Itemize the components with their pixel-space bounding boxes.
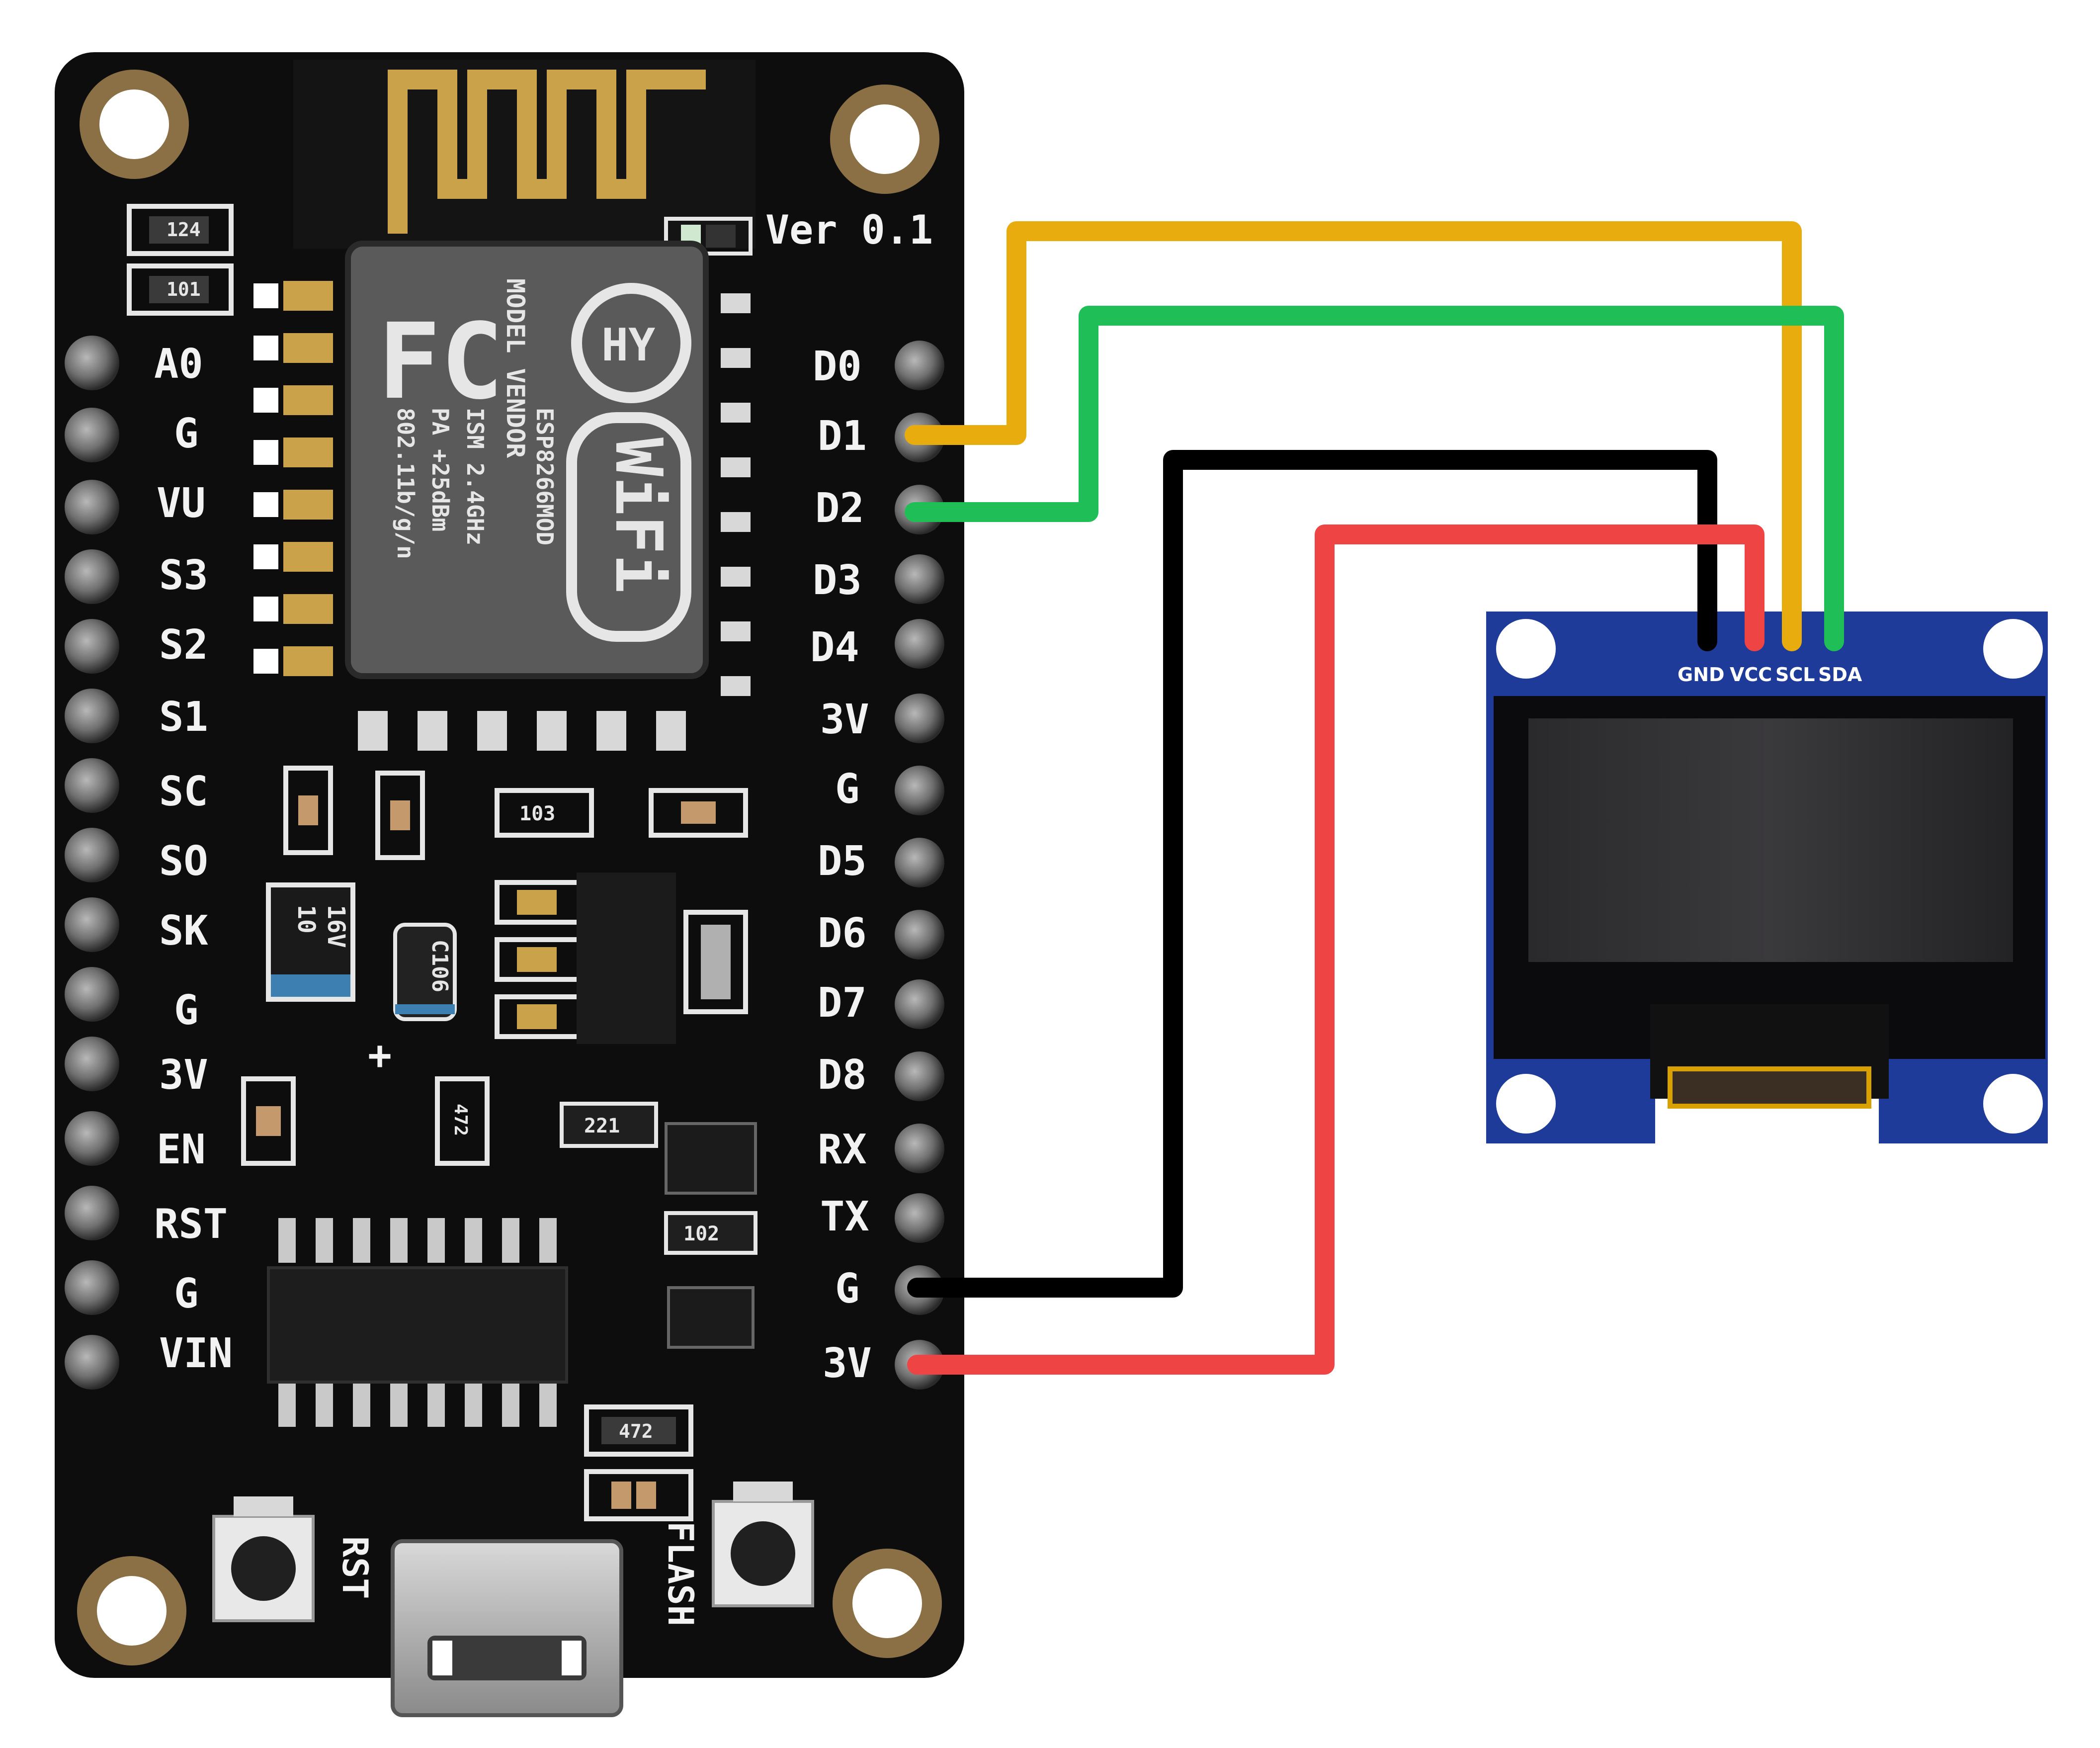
module-pads-bottom: [358, 711, 686, 751]
wifi-badge-label: WiFi: [601, 437, 676, 593]
esp8266-module: FC MODEL VENDOR ESP8266MOD ISM 2.4GHz PA…: [345, 241, 709, 679]
right-pin-label-rx: RX: [818, 1126, 867, 1173]
module-model-label: ESP8266MOD: [531, 408, 558, 545]
fc-logo: FC: [378, 301, 504, 423]
wire-3v-to-vcc: [907, 524, 1764, 1375]
right-header-pins: [895, 341, 944, 1390]
right-pin-label-tx: TX: [820, 1193, 869, 1240]
left-pin-label-g3: G: [174, 1270, 198, 1317]
wires: [905, 221, 1844, 1375]
oled-hole-tr: [1983, 619, 2043, 679]
left-pin-label-a0: A0: [154, 341, 203, 388]
right-pin-label-d2: D2: [815, 485, 864, 532]
svg-text:HY: HY: [601, 319, 655, 371]
wire-g-to-gnd: [907, 450, 1717, 1298]
oled-pin-label-gnd: GND: [1678, 664, 1725, 686]
cap-value-label: 10: [292, 905, 320, 934]
module-pa-label: PA +25dBm: [427, 408, 454, 531]
rst-button-label: RST: [335, 1536, 375, 1599]
mounting-hole-top-right: [830, 85, 939, 194]
right-pin-label-d5: D5: [818, 838, 867, 885]
resistor-472-label-a: 472: [450, 1104, 471, 1136]
module-pads-left: [253, 281, 333, 676]
top-resistor-1-label: 124: [167, 219, 201, 241]
right-pin-label-d4: D4: [810, 624, 859, 671]
oled-hole-tl: [1496, 619, 1556, 679]
tantalum-cap-c106: [393, 923, 457, 1021]
version-label: Ver 0.1: [765, 207, 933, 253]
left-pin-label-g1: G: [174, 410, 198, 457]
right-pin-label-d8: D8: [818, 1051, 867, 1099]
cap-voltage-label: 16V: [322, 905, 350, 948]
right-pin-label-d1: D1: [818, 413, 867, 460]
resistor-103-label: 103: [519, 802, 555, 825]
left-pin-label-3v: 3V: [159, 1051, 208, 1099]
left-pin-label-en: EN: [157, 1126, 206, 1173]
oled-pin-labels: GND VCC SCL SDA: [1678, 664, 1862, 686]
hy-logo-icon: [571, 283, 691, 403]
oled-pin-label-sda: SDA: [1818, 664, 1862, 686]
module-ism-label: ISM 2.4GHz: [462, 408, 489, 545]
wire-d2-to-sda: [905, 306, 1844, 651]
left-pin-label-s2: S2: [159, 621, 208, 669]
left-pin-label-s1: S1: [159, 694, 208, 741]
oled-hole-br: [1983, 1074, 2043, 1134]
oled-module: GND VCC SCL SDA: [1486, 612, 2048, 1143]
left-pin-label-rst: RST: [154, 1201, 228, 1248]
top-resistor-2: [127, 263, 234, 316]
pcb-antenna: [388, 70, 706, 234]
right-pin-label-d0: D0: [813, 343, 862, 390]
oled-pin-label-scl: SCL: [1775, 664, 1815, 686]
mounting-hole-bottom-left: [77, 1556, 186, 1665]
top-resistor-2-label: 101: [167, 278, 201, 300]
flash-button-label: FLASH: [660, 1521, 701, 1626]
wire-d1-to-scl: [905, 221, 1802, 651]
svg-text:+: +: [368, 1032, 392, 1078]
mounting-hole-bottom-right: [833, 1549, 942, 1658]
left-pin-label-sk: SK: [159, 907, 208, 955]
micro-usb-port[interactable]: [391, 1539, 623, 1717]
left-pin-label-vin: VIN: [159, 1330, 233, 1377]
voltage-regulator: [495, 873, 748, 1044]
oled-pin-label-vcc: VCC: [1730, 664, 1772, 686]
mounting-hole-top-left: [80, 70, 189, 179]
right-pin-label-g-a: G: [835, 766, 859, 813]
right-pin-label-g-b: G: [835, 1265, 859, 1312]
left-pin-label-g2: G: [174, 987, 198, 1034]
wifi-badge: [566, 412, 691, 642]
module-vendor-label: MODEL VENDOR: [501, 278, 530, 458]
left-pin-label-so: SO: [159, 838, 208, 885]
c106-label: C106: [427, 940, 452, 992]
status-led: [664, 217, 753, 256]
left-pin-label-sc: SC: [159, 768, 208, 815]
right-pin-labels: D0 D1 D2 D3 D4 3V G D5 D6 D7 D8 RX TX G …: [810, 343, 872, 1387]
usb-serial-chip: [267, 1218, 568, 1427]
oled-hole-bl: [1496, 1074, 1556, 1134]
rst-button[interactable]: [212, 1496, 315, 1622]
smd-components: 103 10 16V C106 +: [241, 766, 757, 1521]
right-pin-label-d3: D3: [813, 557, 862, 604]
right-pin-label-3v-a: 3V: [820, 696, 869, 743]
right-pin-label-d6: D6: [818, 910, 867, 957]
top-resistor-1: [127, 204, 234, 256]
left-header-pins: [65, 336, 119, 1390]
module-pads-right: [721, 293, 751, 696]
left-pin-labels: A0 G VU S3 S2 S1 SC SO SK G 3V EN RST G …: [154, 341, 233, 1377]
flash-button[interactable]: [712, 1482, 814, 1607]
resistor-102-label: 102: [683, 1223, 719, 1245]
oled-screen: [1528, 718, 2013, 962]
left-pin-label-s3: S3: [159, 552, 208, 599]
resistor-472-label-b: 472: [619, 1420, 653, 1442]
left-pin-label-vu: VU: [157, 480, 206, 527]
nodemcu-board: 124 101 Ver 0.1: [55, 52, 964, 1717]
right-pin-label-d7: D7: [818, 979, 867, 1027]
module-std-label: 802.11b/g/n: [392, 408, 419, 559]
right-pin-label-3v-b: 3V: [823, 1340, 872, 1387]
resistor-221-label: 221: [584, 1115, 620, 1137]
